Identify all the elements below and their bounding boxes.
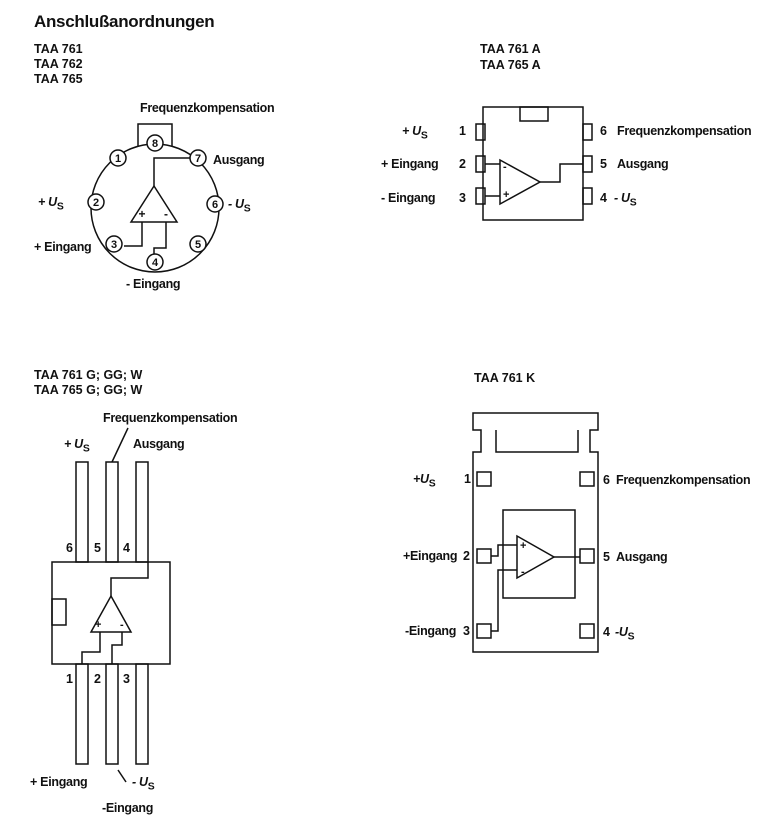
k-pin-4 bbox=[579, 623, 595, 639]
round-pin-6 bbox=[206, 195, 224, 213]
dip-notch bbox=[519, 106, 549, 122]
sip-minus-eingang-label: -Eingang bbox=[102, 801, 154, 815]
round-plus-us-label: + US bbox=[38, 195, 64, 213]
dip-right-5-label: Ausgang bbox=[617, 157, 669, 171]
round-pin-1 bbox=[109, 149, 127, 167]
k-right-4-label: -US bbox=[615, 625, 635, 643]
round-pin-5-label: 5 bbox=[195, 239, 201, 251]
model-k: TAA 761 K bbox=[474, 371, 536, 385]
k-pin-5 bbox=[579, 548, 595, 564]
round-freq-label: Frequenzkompensation bbox=[140, 101, 275, 115]
round-pin-4 bbox=[146, 253, 164, 271]
sip-freq-label: Frequenzkompensation bbox=[103, 411, 238, 425]
k-package-outline bbox=[472, 412, 599, 653]
dip-left-1-pin: 1 bbox=[459, 124, 466, 138]
model-round-3: TAA 765 bbox=[34, 72, 83, 86]
sip-plus-us-label: + US bbox=[64, 437, 90, 455]
round-pin-2 bbox=[87, 193, 105, 211]
dip-right-5-pin: 5 bbox=[600, 157, 607, 171]
k-pin-6 bbox=[579, 471, 595, 487]
sip-opamp-minus: - bbox=[120, 619, 124, 631]
dip-left-2-pin: 2 bbox=[459, 157, 466, 171]
round-opamp-minus: - bbox=[164, 207, 168, 221]
k-right-6-label: Frequenzkompensation bbox=[616, 473, 751, 487]
dip-left-3-label: - Eingang bbox=[381, 191, 436, 205]
sip-minus-us-label: - US bbox=[132, 775, 155, 793]
dip-opamp-plus: + bbox=[503, 189, 509, 201]
round-plus-eingang-label: + Eingang bbox=[34, 240, 92, 254]
sip-notch bbox=[51, 598, 67, 626]
k-left-3-pin: 3 bbox=[463, 624, 470, 638]
dip-left-1-label: + US bbox=[402, 124, 428, 142]
k-right-5-label: Ausgang bbox=[616, 550, 668, 564]
round-pin-7 bbox=[189, 149, 207, 167]
k-left-1-pin: 1 bbox=[464, 472, 471, 486]
round-pin-3-label: 3 bbox=[111, 239, 117, 251]
dip-right-4-pin: 4 bbox=[600, 191, 607, 205]
sip-top-pin-4: 4 bbox=[123, 541, 130, 555]
dip-right-6-label: Frequenzkompensation bbox=[617, 124, 752, 138]
sip-opamp-triangle bbox=[89, 594, 133, 633]
sip-bottom-pin-2: 2 bbox=[94, 672, 101, 686]
dip-left-3-pin: 3 bbox=[459, 191, 466, 205]
round-minus-eingang-label: - Eingang bbox=[126, 277, 181, 291]
sip-top-pin-6: 6 bbox=[66, 541, 73, 555]
sip-plus-eingang-label: + Eingang bbox=[30, 775, 88, 789]
k-opamp-minus: - bbox=[521, 566, 525, 578]
round-pin-4-label: 4 bbox=[152, 257, 159, 269]
model-sip-2: TAA 765 G; GG; W bbox=[34, 383, 143, 397]
round-ausgang-label: Ausgang bbox=[213, 153, 265, 167]
dip-pin-4 bbox=[582, 187, 593, 205]
round-minus-us-label: - US bbox=[228, 197, 251, 215]
round-pin-7-label: 7 bbox=[195, 153, 201, 165]
round-pin-2-label: 2 bbox=[93, 197, 99, 209]
k-left-2-pin: 2 bbox=[463, 549, 470, 563]
k-right-5-pin: 5 bbox=[603, 550, 610, 564]
dip-opamp-minus: - bbox=[503, 161, 507, 173]
dip-right-6-pin: 6 bbox=[600, 124, 607, 138]
round-pin-5 bbox=[189, 235, 207, 253]
k-inner-box bbox=[502, 509, 576, 599]
k-right-6-pin: 6 bbox=[603, 473, 610, 487]
round-pin-6-label: 6 bbox=[212, 199, 218, 211]
model-round-1: TAA 761 bbox=[34, 42, 83, 56]
k-left-3-label: -Eingang bbox=[405, 624, 457, 638]
sip-opamp-plus: + bbox=[95, 619, 101, 631]
k-opamp-triangle bbox=[516, 534, 556, 580]
dip-left-2-label: + Eingang bbox=[381, 157, 439, 171]
dip-right-4-label: - US bbox=[614, 191, 637, 209]
k-left-2-label: +Eingang bbox=[403, 549, 458, 563]
model-sip-1: TAA 761 G; GG; W bbox=[34, 368, 143, 382]
sip-bottom-pin-1: 1 bbox=[66, 672, 73, 686]
round-opamp-plus: + bbox=[138, 207, 145, 221]
model-dip-2: TAA 765 A bbox=[480, 58, 541, 72]
dip-opamp-triangle bbox=[499, 158, 542, 206]
round-pin-3 bbox=[105, 235, 123, 253]
round-pin-8 bbox=[146, 134, 164, 152]
k-pin-1 bbox=[476, 471, 492, 487]
page-title: Anschlußanordnungen bbox=[34, 12, 215, 31]
k-pin-2 bbox=[476, 548, 492, 564]
sip-ausgang-label: Ausgang bbox=[133, 437, 185, 451]
dip-pin-6 bbox=[582, 123, 593, 141]
k-pin-3 bbox=[476, 623, 492, 639]
sip-lead-3 bbox=[135, 663, 149, 765]
sip-bottom-pin-3: 3 bbox=[123, 672, 130, 686]
round-opamp-triangle bbox=[129, 184, 179, 223]
dip-pin-1 bbox=[475, 123, 486, 141]
k-opamp-plus: + bbox=[520, 540, 526, 552]
model-dip-1: TAA 761 A bbox=[480, 42, 541, 56]
round-pin-8-label: 8 bbox=[152, 138, 158, 150]
sip-top-pin-5: 5 bbox=[94, 541, 101, 555]
k-right-4-pin: 4 bbox=[603, 625, 610, 639]
round-pin-1-label: 1 bbox=[115, 153, 121, 165]
model-round-2: TAA 762 bbox=[34, 57, 83, 71]
k-left-1-label: +US bbox=[413, 472, 436, 490]
